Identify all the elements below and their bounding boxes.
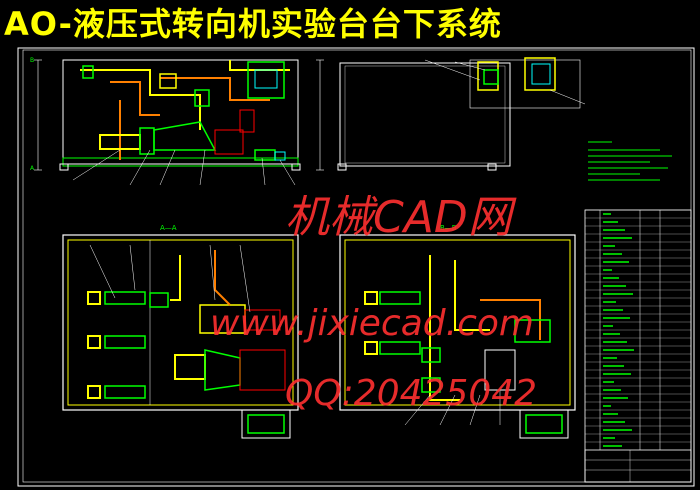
- outer-frame: [17, 47, 695, 487]
- section-label-b-b: B—B: [440, 224, 457, 232]
- plan-view-a: [62, 234, 299, 439]
- watermark-line1: 机械CAD网: [285, 192, 517, 243]
- watermark-line3: QQ:20425042: [285, 373, 537, 414]
- valve-detail: [424, 57, 586, 109]
- side-view: [316, 59, 511, 171]
- plan-view-b: [339, 234, 576, 439]
- section-marker-a: A: [30, 165, 35, 172]
- section-marker-b: B: [30, 57, 34, 64]
- watermark-line2: www.jixiecad.com: [210, 303, 534, 344]
- front-view: [34, 59, 301, 186]
- title-block: [584, 449, 692, 483]
- drawing-title: AO-液压式转向机实验台台下系统: [4, 5, 502, 43]
- parts-table: [584, 209, 692, 483]
- technical-notes: [588, 141, 672, 181]
- section-label-a-a: A—A: [160, 224, 177, 232]
- front-view-tank: [62, 59, 299, 165]
